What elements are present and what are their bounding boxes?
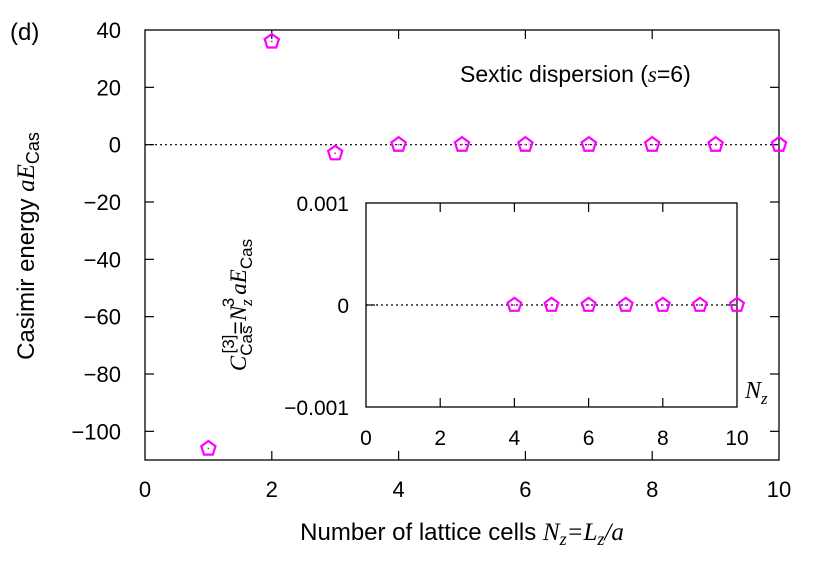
main-x-ticks: 0 2 4 6 8 10 xyxy=(139,30,791,502)
main-x-tick-label: 6 xyxy=(519,477,531,502)
inset-data-point xyxy=(728,296,746,312)
inset-x-tick-label: 10 xyxy=(725,427,748,450)
inset-x-tick-label: 6 xyxy=(583,427,595,450)
inset-data-point xyxy=(506,296,523,312)
main-data-point-center xyxy=(207,447,210,450)
inset-x-tick-label: 0 xyxy=(360,427,372,450)
main-data-point xyxy=(199,439,217,456)
main-data-point-center xyxy=(778,143,780,146)
main-data-point xyxy=(326,144,344,161)
main-x-tick-label: 4 xyxy=(392,477,404,502)
main-y-tick-label: −20 xyxy=(84,190,121,215)
inset-data-point xyxy=(617,296,634,312)
main-x-tick-label: 2 xyxy=(266,477,278,502)
inset-data-point-center xyxy=(587,304,590,306)
inset-data-point-center xyxy=(699,304,701,306)
inset-y-tick-label: 0 xyxy=(337,295,349,318)
main-y-tick-label: 40 xyxy=(97,18,121,43)
main-y-tick-label: 0 xyxy=(109,133,121,158)
inset-data-point xyxy=(580,296,597,312)
main-y-tick-label: −60 xyxy=(84,305,121,330)
main-x-tick-label: 0 xyxy=(139,477,151,502)
main-data-point-center xyxy=(397,143,400,146)
main-data-point xyxy=(263,32,281,49)
main-y-tick-label: 20 xyxy=(97,75,121,100)
main-data-point xyxy=(390,135,408,152)
inset-data-point-center xyxy=(550,304,553,306)
main-data-point-center xyxy=(587,143,590,146)
main-y-axis-label: Casimir energy aECas xyxy=(13,132,43,360)
main-y-tick-label: −40 xyxy=(84,247,121,272)
main-x-tick-label: 10 xyxy=(767,477,791,502)
inset-y-tick-label: −0.001 xyxy=(284,397,349,420)
main-data-point xyxy=(707,135,725,152)
inset-x-ticks: 0 2 4 6 8 10 xyxy=(360,203,749,450)
main-data-points xyxy=(199,32,788,456)
inset-data-point xyxy=(691,296,709,312)
main-y-tick-label: −100 xyxy=(71,419,121,444)
main-y-tick-label: −80 xyxy=(84,362,121,387)
main-data-point xyxy=(770,135,788,152)
main-data-point xyxy=(580,135,598,152)
main-data-point xyxy=(516,135,534,152)
inset-y-ticks: 0.001 0 −0.001 xyxy=(284,193,737,420)
main-x-tick-label: 8 xyxy=(646,477,658,502)
main-x-axis-label: Number of lattice cells Nz=Lz/a xyxy=(300,519,624,549)
inset-data-point-center xyxy=(513,304,516,306)
main-axes xyxy=(144,29,780,461)
inset-x-tick-label: 2 xyxy=(434,427,446,450)
inset-x-tick-label: 8 xyxy=(657,427,669,450)
inset-data-point-center xyxy=(661,304,664,306)
main-data-point-center xyxy=(714,143,717,146)
main-data-point-center xyxy=(270,40,273,43)
inset-y-tick-label: 0.001 xyxy=(296,193,349,216)
main-data-point-center xyxy=(524,143,527,146)
main-frame xyxy=(144,29,780,461)
inset-data-point-center xyxy=(736,304,738,306)
inset-data-points xyxy=(506,296,746,312)
main-data-point xyxy=(643,135,661,152)
main-data-point-center xyxy=(461,143,463,146)
inset-x-tick-label: 4 xyxy=(509,427,521,450)
inset-data-point-center xyxy=(624,304,627,306)
main-data-point-center xyxy=(334,152,337,155)
inset-data-point xyxy=(543,296,560,312)
panel-label: (d) xyxy=(10,19,39,46)
main-data-point-center xyxy=(651,143,654,146)
annotation-text: Sextic dispersion (s=6) xyxy=(460,61,691,87)
main-data-point xyxy=(453,135,471,152)
inset-x-axis-label: Nz xyxy=(744,378,768,408)
main-y-ticks: 40 20 0 −20 −40 −60 −80 −100 xyxy=(71,18,779,444)
inset-data-point xyxy=(654,296,671,312)
inset-y-axis-label: CCas[3]=Nz3aECas xyxy=(219,239,256,371)
